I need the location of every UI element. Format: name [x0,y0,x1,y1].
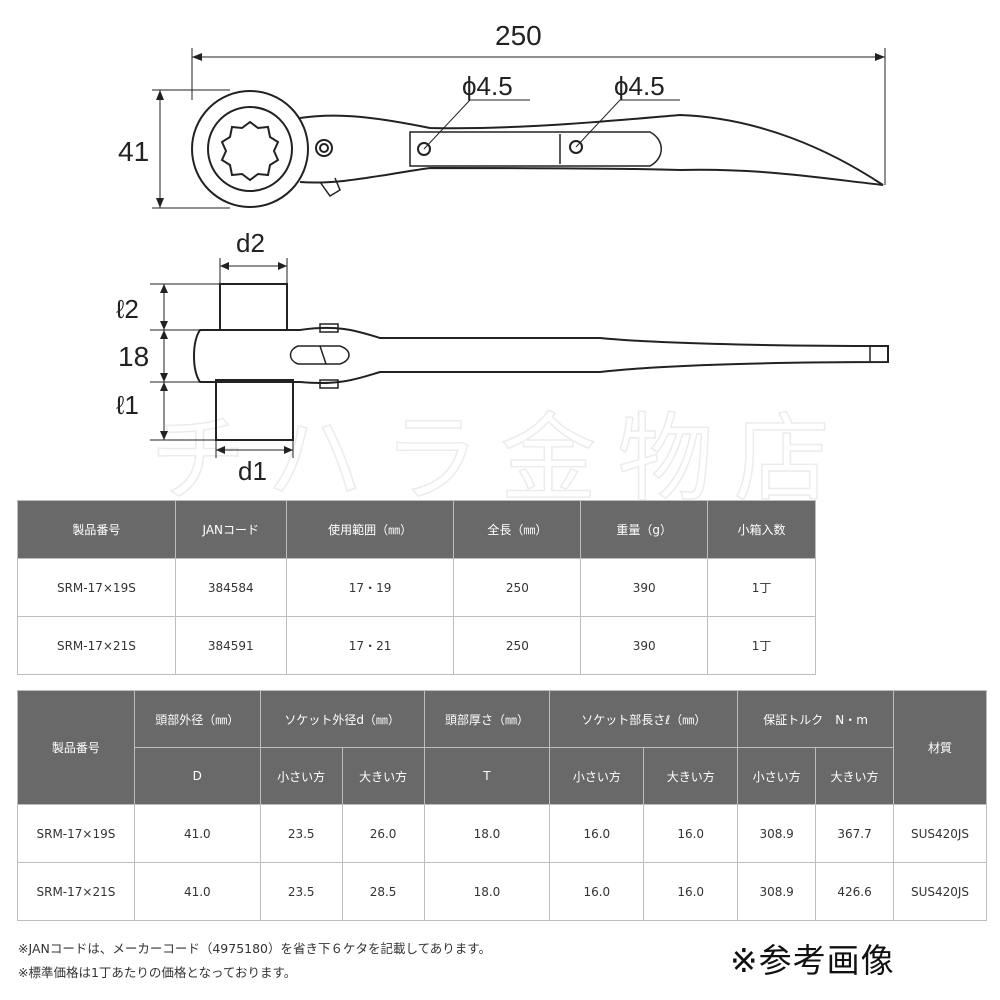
wrench-side-view [150,258,889,458]
header-jan-code: JANコード [174,500,287,559]
header-socket-large: 大きい方 [341,747,425,805]
header-T: T [423,747,551,805]
cell-length-large: 16.0 [643,862,739,921]
cell-usage-range: 17・21 [285,616,455,675]
cell-jan-code: 384584 [174,558,287,617]
cell-torque-small: 308.9 [737,804,817,863]
l1-label: ℓ1 [116,390,139,420]
cell-product-no: SRM-17×19S [17,804,135,863]
cell-length-small: 16.0 [549,804,645,863]
cell-socket-large: 28.5 [341,862,425,921]
cell-head-thickness: 18.0 [423,804,551,863]
wrench-top-view [152,48,886,209]
header-head-thickness: 頭部厚さ（㎜） [423,690,551,748]
table-subheader-row: D 小さい方 大きい方 T 小さい方 大きい方 小さい方 大きい方 [18,747,987,805]
header-socket-length: ソケット部長さℓ（㎜） [549,690,739,748]
footnote-price: ※標準価格は1丁あたりの価格となっております。 [18,965,297,980]
reference-image-label: ※参考画像 [730,941,895,980]
table-header-row: 製品番号 JANコード 使用範囲（㎜） 全長（㎜） 重量（g） 小箱入数 [17,500,816,559]
header-length-small: 小さい方 [549,747,645,805]
cell-product-no: SRM-17×19S [17,558,176,617]
header-length: 全長（㎜） [453,500,582,559]
header-socket-diameter: ソケット外径d（㎜） [259,690,425,748]
spec-table-basic: 製品番号 JANコード 使用範囲（㎜） 全長（㎜） 重量（g） 小箱入数 SRM… [17,500,816,675]
header-D: D [133,747,261,805]
header-material: 材質 [893,690,987,805]
header-product-no: 製品番号 [17,500,176,559]
table-row: SRM-17×19S 384584 17・19 250 390 1丁 [17,558,816,617]
overall-length-label: 250 [495,20,542,51]
header-product-no: 製品番号 [17,690,135,805]
cell-product-no: SRM-17×21S [17,616,176,675]
cell-jan-code: 384591 [174,616,287,675]
d2-label: d2 [236,228,265,258]
cell-length-large: 16.0 [643,804,739,863]
header-weight: 重量（g） [580,500,709,559]
hole1-label: ϕ4.5 [462,71,513,101]
cell-length: 250 [453,558,582,617]
cell-box-qty: 1丁 [707,558,816,617]
table-header-row: 製品番号 頭部外径（㎜） ソケット外径d（㎜） 頭部厚さ（㎜） ソケット部長さℓ… [17,690,987,805]
header-head-diameter: 頭部外径（㎜） [133,690,261,748]
header-usage-range: 使用範囲（㎜） [285,500,455,559]
cell-socket-small: 23.5 [259,804,343,863]
cell-weight: 390 [580,558,709,617]
table-row: SRM-17×21S 41.0 23.5 28.5 18.0 16.0 16.0… [17,862,987,921]
spec-table-dimensions: 製品番号 頭部外径（㎜） ソケット外径d（㎜） 頭部厚さ（㎜） ソケット部長さℓ… [17,690,987,921]
footnote-jan: ※JANコードは、メーカーコード（4975180）を省き下６ケタを記載してありま… [18,941,492,956]
cell-head-diameter: 41.0 [133,862,261,921]
header-socket-small: 小さい方 [259,747,343,805]
cell-head-thickness: 18.0 [423,862,551,921]
table-row: SRM-17×21S 384591 17・21 250 390 1丁 [17,616,816,675]
cell-torque-small: 308.9 [737,862,817,921]
head-diameter-label: 41 [118,136,149,167]
header-torque: 保証トルク N・m [737,690,894,748]
header-torque-small: 小さい方 [737,747,817,805]
thickness-label: 18 [118,341,149,372]
d1-label: d1 [238,456,267,486]
cell-box-qty: 1丁 [707,616,816,675]
cell-torque-large: 367.7 [815,804,894,863]
cell-torque-large: 426.6 [815,862,894,921]
cell-length-small: 16.0 [549,862,645,921]
header-torque-large: 大きい方 [815,747,894,805]
cell-material: SUS420JS [893,862,987,921]
cell-length: 250 [453,616,582,675]
header-length-large: 大きい方 [643,747,739,805]
cell-material: SUS420JS [893,804,987,863]
wrench-technical-drawing: チハラ金物店 250 41 ϕ4.5 ϕ4. [116,20,889,500]
cell-head-diameter: 41.0 [133,804,261,863]
l2-label: ℓ2 [116,294,139,324]
cell-usage-range: 17・19 [285,558,455,617]
cell-product-no: SRM-17×21S [17,862,135,921]
cell-weight: 390 [580,616,709,675]
footnotes: ※JANコードは、メーカーコード（4975180）を省き下６ケタを記載してありま… [18,937,491,985]
hole2-label: ϕ4.5 [614,71,665,101]
cell-socket-large: 26.0 [341,804,425,863]
header-box-qty: 小箱入数 [707,500,816,559]
cell-socket-small: 23.5 [259,862,343,921]
table-row: SRM-17×19S 41.0 23.5 26.0 18.0 16.0 16.0… [17,804,987,863]
